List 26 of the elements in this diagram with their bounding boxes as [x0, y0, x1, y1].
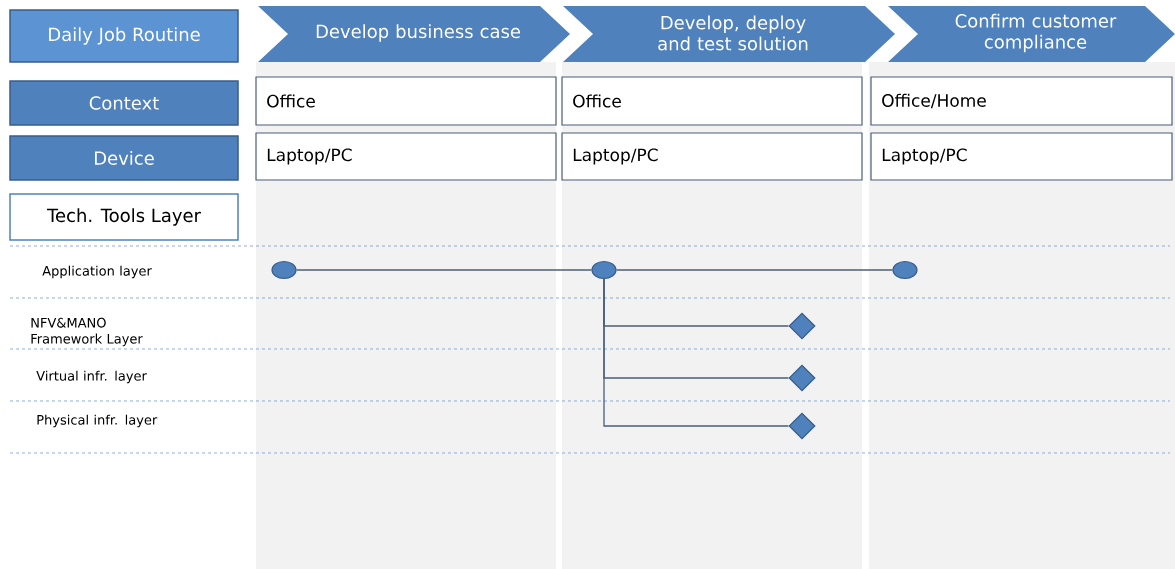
milestone-diamond — [788, 412, 816, 440]
layer-label: Physical infr. layer — [37, 414, 158, 428]
layer-label: Application layer — [42, 265, 152, 279]
layer-label: Virtual infr. layer — [36, 370, 147, 384]
connector-line — [603, 278, 790, 427]
table-cell: Office/Home — [870, 76, 1173, 126]
table-cell: Office — [255, 76, 557, 126]
layer-label: NFV&MANO Framework Layer — [31, 317, 143, 347]
table-cell: Laptop/PC — [255, 132, 557, 181]
chevron-step: Develop, deploy and test solution — [563, 6, 895, 62]
milestone-diamond — [788, 312, 816, 340]
table-cell: Office — [561, 76, 863, 126]
milestone-ellipse — [591, 260, 617, 280]
chevron-step: Confirm customer compliance — [888, 6, 1175, 62]
header-box: Device — [9, 135, 239, 181]
milestone-ellipse — [892, 260, 918, 280]
connector-line — [295, 269, 593, 271]
table-cell: Laptop/PC — [561, 132, 863, 181]
table-cell: Laptop/PC — [870, 132, 1173, 181]
chevron-step: Develop business case — [258, 6, 570, 62]
header-box: Tech. Tools Layer — [9, 193, 239, 241]
milestone-diamond — [788, 364, 816, 392]
header-box: Daily Job Routine — [9, 9, 239, 63]
connector-line — [615, 269, 894, 271]
header-box: Context — [9, 80, 239, 126]
milestone-ellipse — [271, 260, 297, 280]
